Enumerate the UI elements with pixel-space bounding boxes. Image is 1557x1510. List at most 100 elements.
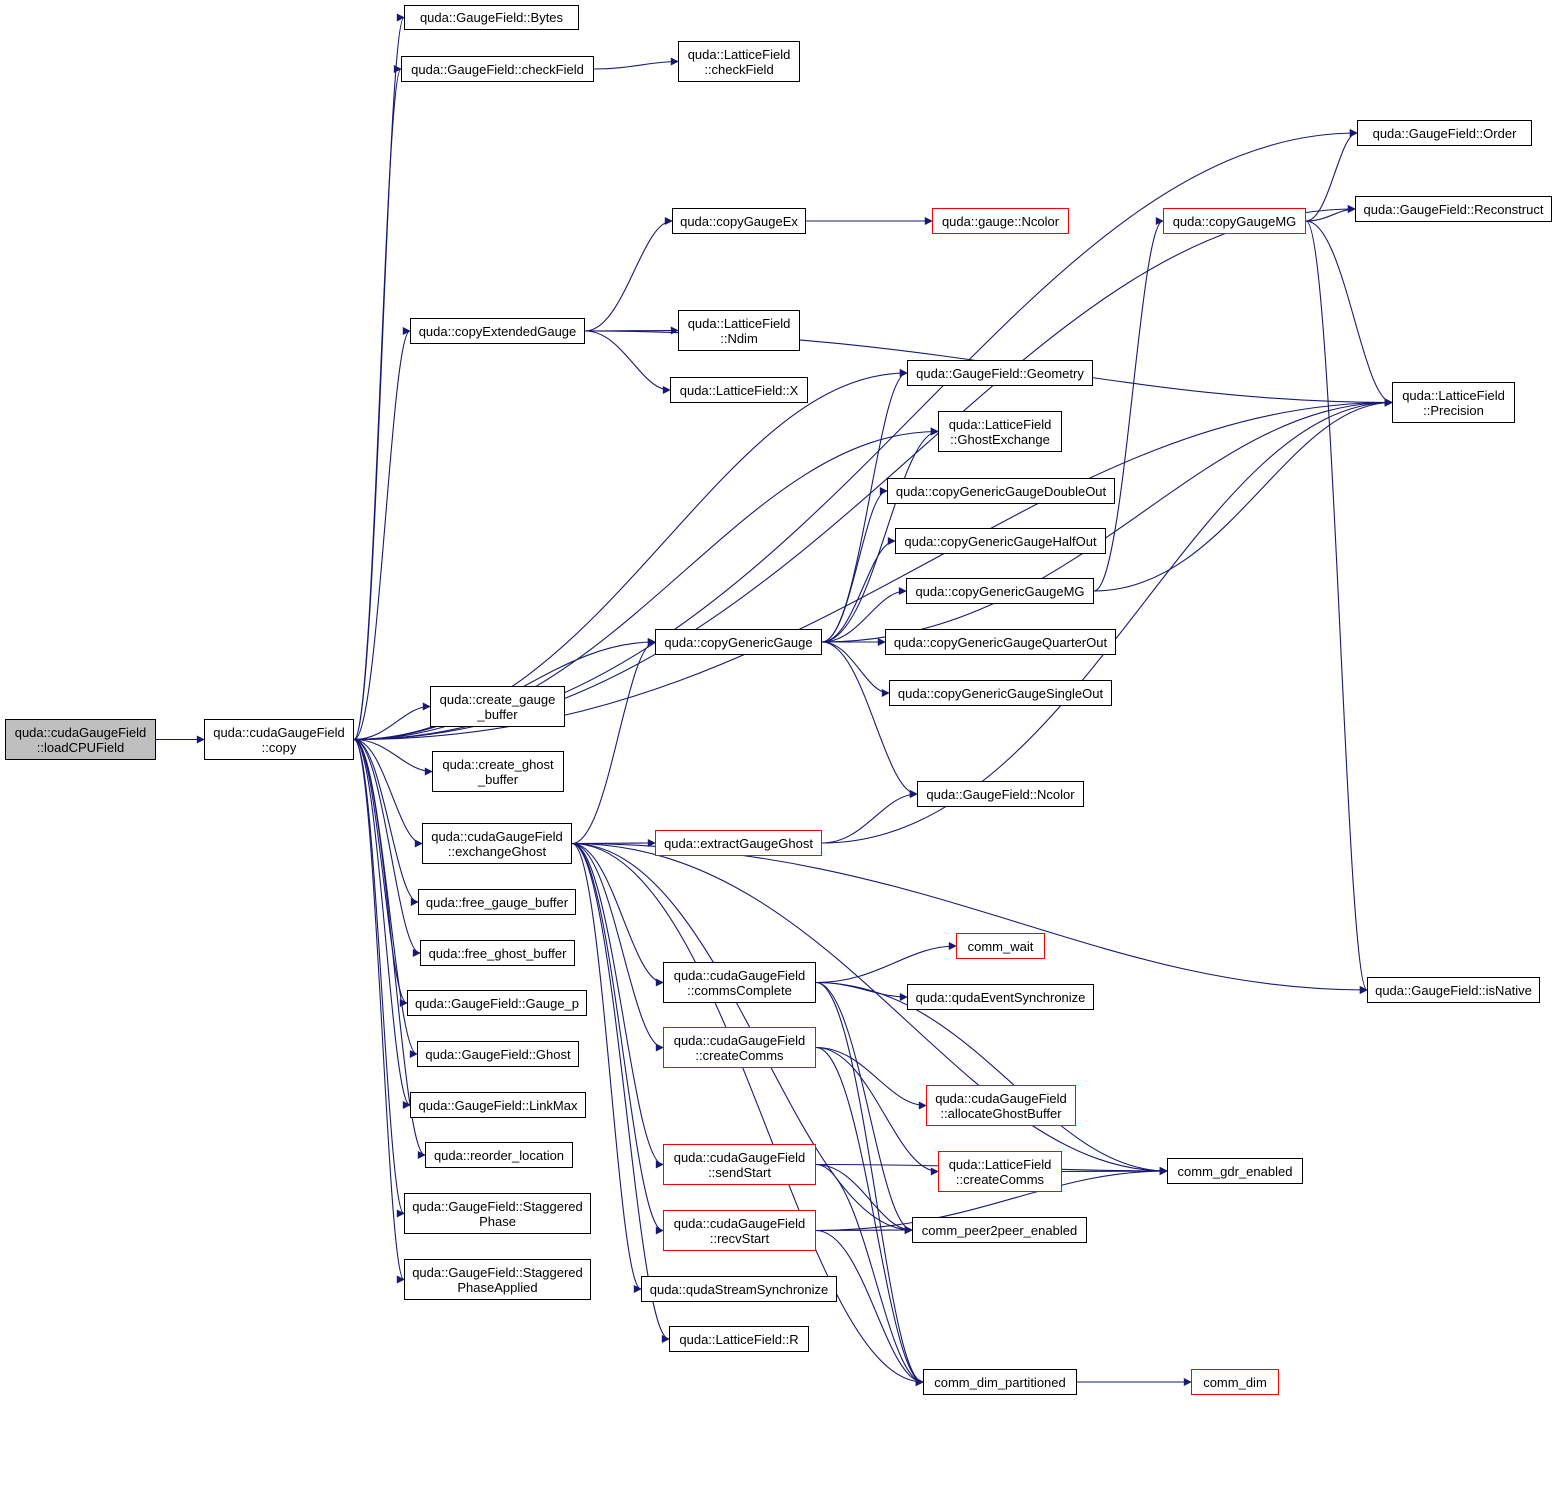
node-cg-half-out[interactable]: quda::copyGenericGaugeHalfOut (895, 528, 1106, 554)
node-comm-peer2-peer[interactable]: comm_peer2peer_enabled (912, 1217, 1087, 1243)
node-quda-stream-sync[interactable]: quda::qudaStreamSynchronize (641, 1276, 837, 1302)
node-create-gauge-buffer[interactable]: quda::create_gauge_buffer (430, 686, 565, 727)
node-label: quda::reorder_location (433, 1147, 565, 1163)
node-copy-generic-gauge[interactable]: quda::copyGenericGauge (655, 629, 822, 655)
node-copy-gauge-mg[interactable]: quda::copyGaugeMG (1163, 208, 1306, 234)
node-comm-gdr-enabled[interactable]: comm_gdr_enabled (1167, 1158, 1303, 1184)
node-label: Phase (479, 1213, 516, 1229)
node-lf-create-comms[interactable]: quda::LatticeField::createComms (938, 1151, 1062, 1192)
node-comms-complete[interactable]: quda::cudaGaugeField::commsComplete (663, 962, 816, 1003)
edge-create-comms-to-allocate-ghost-buffer (815, 1046, 927, 1110)
edge-copy-to-reorder-location (353, 738, 426, 1159)
edge-cg-mg-to-copy-gauge-mg (1093, 217, 1164, 592)
edge-copy-to-free-gauge-buffer (353, 738, 419, 906)
node-ghost[interactable]: quda::GaugeField::Ghost (417, 1041, 579, 1067)
node-label: ::loadCPUField (36, 739, 125, 755)
node-order[interactable]: quda::GaugeField::Order (1357, 120, 1532, 146)
node-label: quda::extractGaugeGhost (664, 835, 813, 851)
node-exchange-ghost[interactable]: quda::cudaGaugeField::exchangeGhost (422, 823, 572, 864)
node-copy-gauge-ex[interactable]: quda::copyGaugeEx (672, 208, 806, 234)
node-lf-r[interactable]: quda::LatticeField::R (669, 1326, 809, 1352)
node-label: ::Precision (1423, 402, 1484, 418)
node-label: quda::GaugeField::LinkMax (418, 1097, 578, 1113)
node-lf-x[interactable]: quda::LatticeField::X (670, 377, 808, 403)
edge-copy-to-copy-extended-gauge (353, 327, 411, 741)
node-lf-check-field[interactable]: quda::LatticeField::checkField (678, 41, 800, 82)
edge-copy-to-geometry (353, 369, 908, 741)
edge-create-comms-to-lf-create-comms (815, 1046, 939, 1176)
node-label: quda::LatticeField (948, 1156, 1052, 1172)
node-comm-wait[interactable]: comm_wait (956, 933, 1045, 959)
node-label: quda::cudaGaugeField (673, 1032, 806, 1048)
node-check-field[interactable]: quda::GaugeField::checkField (401, 56, 594, 82)
node-bytes[interactable]: quda::GaugeField::Bytes (404, 5, 579, 30)
node-reorder-location[interactable]: quda::reorder_location (425, 1142, 573, 1168)
node-label: ::Ndim (720, 330, 758, 346)
node-extract-gauge-ghost[interactable]: quda::extractGaugeGhost (655, 830, 822, 856)
node-label: ::copy (261, 739, 297, 755)
node-label: _buffer (477, 706, 518, 722)
node-label: ::GhostExchange (950, 431, 1050, 447)
node-gf-ncolor[interactable]: quda::GaugeField::Ncolor (917, 781, 1084, 807)
node-recv-start[interactable]: quda::cudaGaugeField::recvStart (663, 1210, 816, 1251)
edge-comms-complete-to-comm-wait (815, 942, 957, 984)
node-label: quda::copyGenericGaugeDoubleOut (895, 483, 1107, 499)
node-free-ghost-buffer[interactable]: quda::free_ghost_buffer (420, 940, 575, 966)
node-label: quda::LatticeField::X (679, 382, 799, 398)
node-label: ::exchangeGhost (447, 843, 547, 859)
node-geometry[interactable]: quda::GaugeField::Geometry (907, 360, 1093, 386)
edge-comms-complete-to-comm-gdr-enabled (815, 981, 1168, 1175)
edge-copy-generic-gauge-to-ghost-exchange (821, 427, 939, 643)
node-cg-quarter-out[interactable]: quda::copyGenericGaugeQuarterOut (885, 629, 1116, 655)
node-label: _buffer (477, 771, 519, 787)
edge-exchange-ghost-to-create-comms (571, 842, 664, 1052)
node-comm-dim[interactable]: comm_dim (1191, 1369, 1279, 1395)
node-ghost-exchange[interactable]: quda::LatticeField::GhostExchange (938, 411, 1062, 452)
edge-exchange-ghost-to-send-start (571, 842, 664, 1169)
edge-extract-gauge-ghost-to-gf-ncolor (821, 790, 918, 844)
node-label: quda::gauge::Ncolor (941, 213, 1060, 229)
node-label: ::recvStart (709, 1230, 770, 1246)
node-label: quda::LatticeField::R (679, 1331, 799, 1347)
node-label: quda::cudaGaugeField (14, 724, 147, 740)
edge-exchange-ghost-to-copy-generic-gauge (571, 638, 656, 845)
node-allocate-ghost-buffer[interactable]: quda::cudaGaugeField::allocateGhostBuffe… (926, 1085, 1076, 1126)
node-link-max[interactable]: quda::GaugeField::LinkMax (410, 1092, 586, 1118)
node-label: comm_peer2peer_enabled (921, 1222, 1078, 1238)
edge-send-start-to-comm-peer2-peer (815, 1163, 913, 1234)
node-create-comms[interactable]: quda::cudaGaugeField::createComms (663, 1027, 816, 1068)
node-comm-dim-partitioned[interactable]: comm_dim_partitioned (923, 1369, 1077, 1395)
node-is-native[interactable]: quda::GaugeField::isNative (1367, 977, 1540, 1003)
node-create-ghost-buffer[interactable]: quda::create_ghost_buffer (432, 751, 564, 792)
node-gauge-p[interactable]: quda::GaugeField::Gauge_p (407, 990, 587, 1016)
node-label: ::createComms (955, 1171, 1045, 1187)
node-label: quda::GaugeField::Gauge_p (414, 995, 580, 1011)
node-label: comm_dim (1203, 1374, 1267, 1390)
node-send-start[interactable]: quda::cudaGaugeField::sendStart (663, 1144, 816, 1185)
node-label: quda::LatticeField (948, 416, 1052, 432)
node-free-gauge-buffer[interactable]: quda::free_gauge_buffer (418, 889, 576, 915)
node-precision[interactable]: quda::LatticeField::Precision (1392, 382, 1515, 423)
edge-copy-extended-gauge-to-copy-gauge-ex (584, 217, 673, 332)
node-label: quda::LatticeField (1402, 387, 1505, 403)
edge-copy-to-check-field (353, 65, 402, 741)
node-lf-ndim[interactable]: quda::LatticeField::Ndim (678, 310, 800, 351)
node-copy[interactable]: quda::cudaGaugeField::copy (204, 719, 354, 760)
node-quda-event-sync[interactable]: quda::qudaEventSynchronize (907, 984, 1094, 1010)
node-copy-extended-gauge[interactable]: quda::copyExtendedGauge (410, 318, 585, 344)
node-cg-double-out[interactable]: quda::copyGenericGaugeDoubleOut (887, 478, 1115, 504)
node-label: ::createComms (695, 1047, 784, 1063)
node-label: quda::GaugeField::Ghost (425, 1046, 571, 1062)
node-cg-single-out[interactable]: quda::copyGenericGaugeSingleOut (889, 680, 1112, 706)
edge-copy-to-staggered-phase (353, 738, 405, 1218)
edge-extract-gauge-ghost-to-precision (821, 398, 1393, 844)
node-label: PhaseApplied (457, 1279, 538, 1295)
node-reconstruct[interactable]: quda::GaugeField::Reconstruct (1355, 196, 1552, 222)
node-cg-mg[interactable]: quda::copyGenericGaugeMG (906, 578, 1094, 604)
node-label: quda::GaugeField::Bytes (419, 10, 564, 25)
node-gauge-ncolor[interactable]: quda::gauge::Ncolor (932, 208, 1069, 234)
node-label: quda::free_ghost_buffer (428, 945, 567, 961)
